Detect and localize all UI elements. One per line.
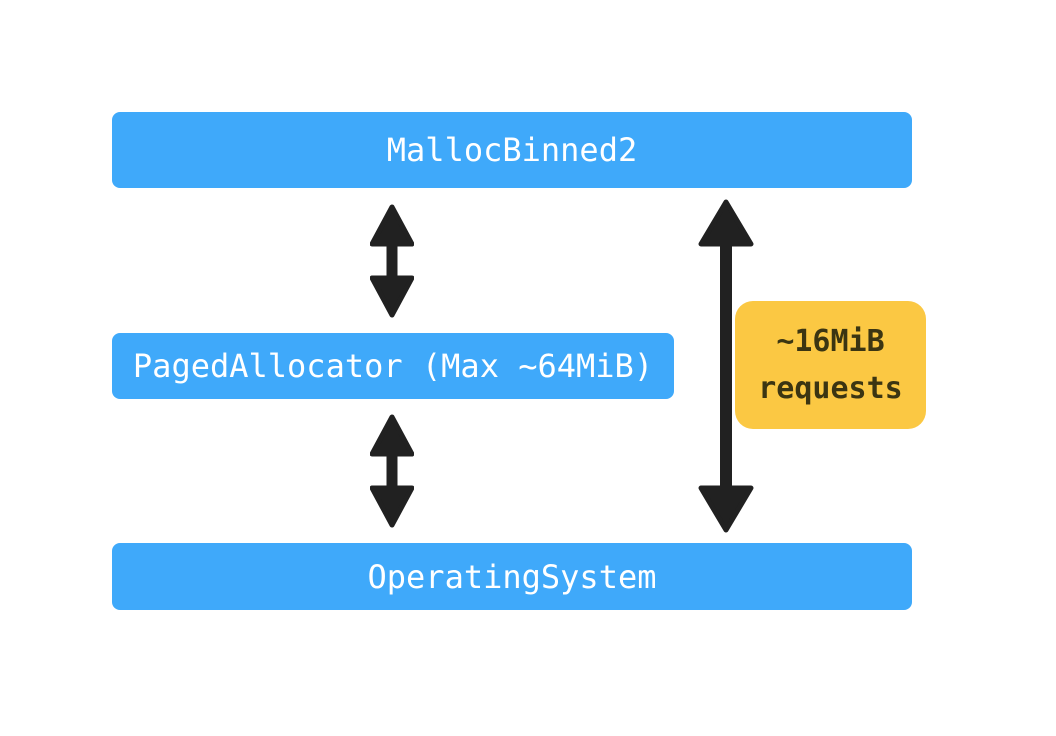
callout-line-2: requests xyxy=(758,371,903,406)
callout-16mib-requests: ~16MiB requests xyxy=(735,301,926,429)
node-mallocbinned2: MallocBinned2 xyxy=(112,112,912,188)
double-arrow-icon-pagedallocator-operatingsystem xyxy=(370,414,414,528)
node-mallocbinned2-label: MallocBinned2 xyxy=(386,131,638,169)
callout-line-1: ~16MiB xyxy=(776,324,885,359)
node-pagedallocator: PagedAllocator (Max ~64MiB) xyxy=(112,333,674,399)
node-operatingsystem: OperatingSystem xyxy=(112,543,912,610)
double-arrow-icon-mallocbinned2-operatingsystem xyxy=(698,199,754,533)
node-pagedallocator-label: PagedAllocator (Max ~64MiB) xyxy=(132,347,654,385)
double-arrow-icon-mallocbinned2-pagedallocator xyxy=(370,204,414,318)
node-operatingsystem-label: OperatingSystem xyxy=(367,557,657,596)
